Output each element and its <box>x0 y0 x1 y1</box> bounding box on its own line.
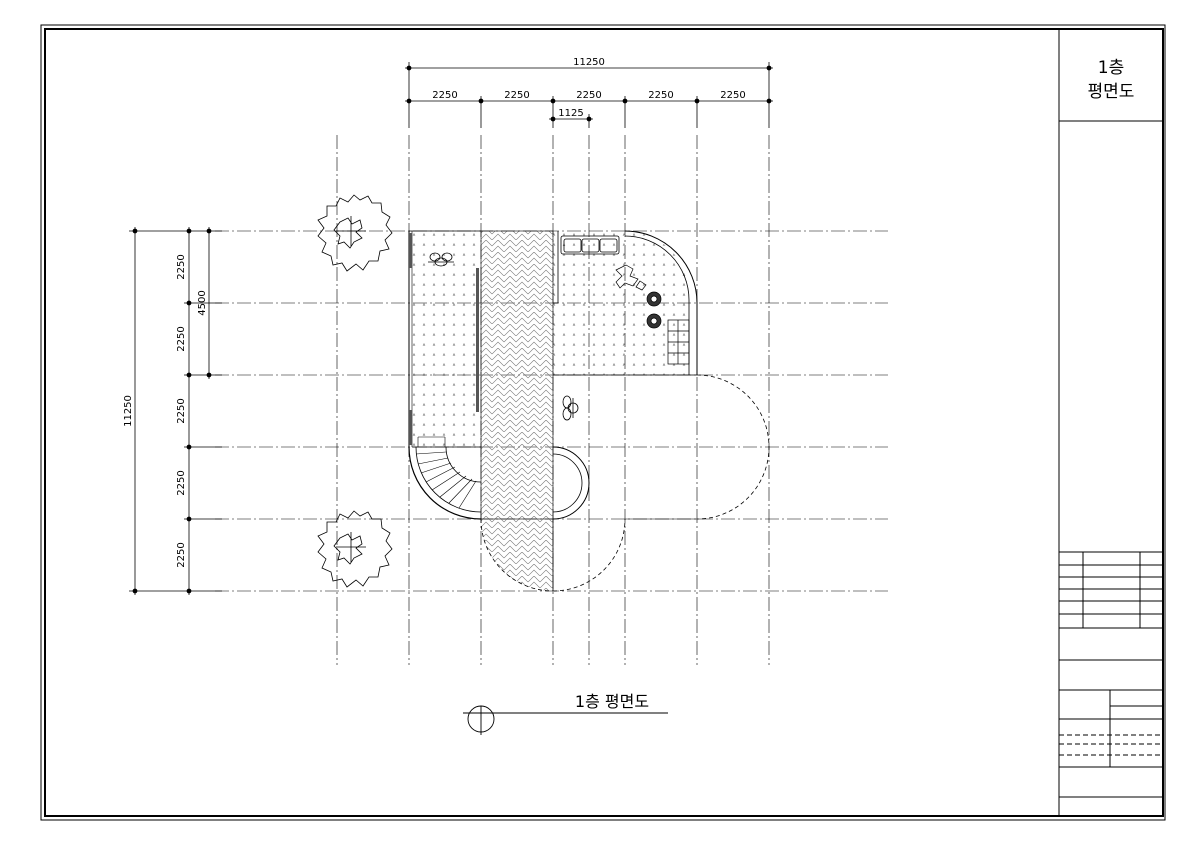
floor-plan <box>408 230 770 592</box>
title-block-line1: 1층 <box>1098 58 1124 78</box>
dim-left-span-5: 2250 <box>176 542 187 567</box>
herringbone-semicircle <box>481 519 553 591</box>
dim-top-half: 1125 <box>558 108 583 119</box>
dim-left-sub: 4500 <box>197 290 208 315</box>
dim-left-span-1: 2250 <box>176 254 187 279</box>
dim-left-span-3: 2250 <box>176 398 187 423</box>
dim-left-span-4: 2250 <box>176 470 187 495</box>
dim-top-total: 11250 <box>573 57 605 68</box>
dim-left-total: 11250 <box>123 395 134 427</box>
dim-top-span-1: 2250 <box>432 90 457 101</box>
sofa-symbol <box>560 235 620 255</box>
drawing-title: 1층 평면도 <box>575 692 649 711</box>
title-block-line2: 평면도 <box>1088 82 1135 102</box>
herringbone-corridor <box>480 230 554 520</box>
dim-top-span-3: 2250 <box>576 90 601 101</box>
floor-zone-right <box>553 231 689 375</box>
dim-top-span-5: 2250 <box>720 90 745 101</box>
title-block <box>1058 29 1163 816</box>
dim-top-span-4: 2250 <box>648 90 673 101</box>
left-dimensions <box>129 227 222 595</box>
dim-top-span-2: 2250 <box>504 90 529 101</box>
floor-zone-left <box>412 231 481 447</box>
tree-symbol-top <box>317 194 393 272</box>
top-dimensions <box>405 62 773 128</box>
plant-symbols <box>615 264 662 329</box>
small-plant-center <box>562 395 579 421</box>
drawing-title-marker <box>463 705 668 735</box>
sheet-border <box>40 24 1166 821</box>
tree-symbol-bottom <box>317 510 393 588</box>
small-plant-left <box>428 252 454 267</box>
dim-left-span-2: 2250 <box>176 326 187 351</box>
